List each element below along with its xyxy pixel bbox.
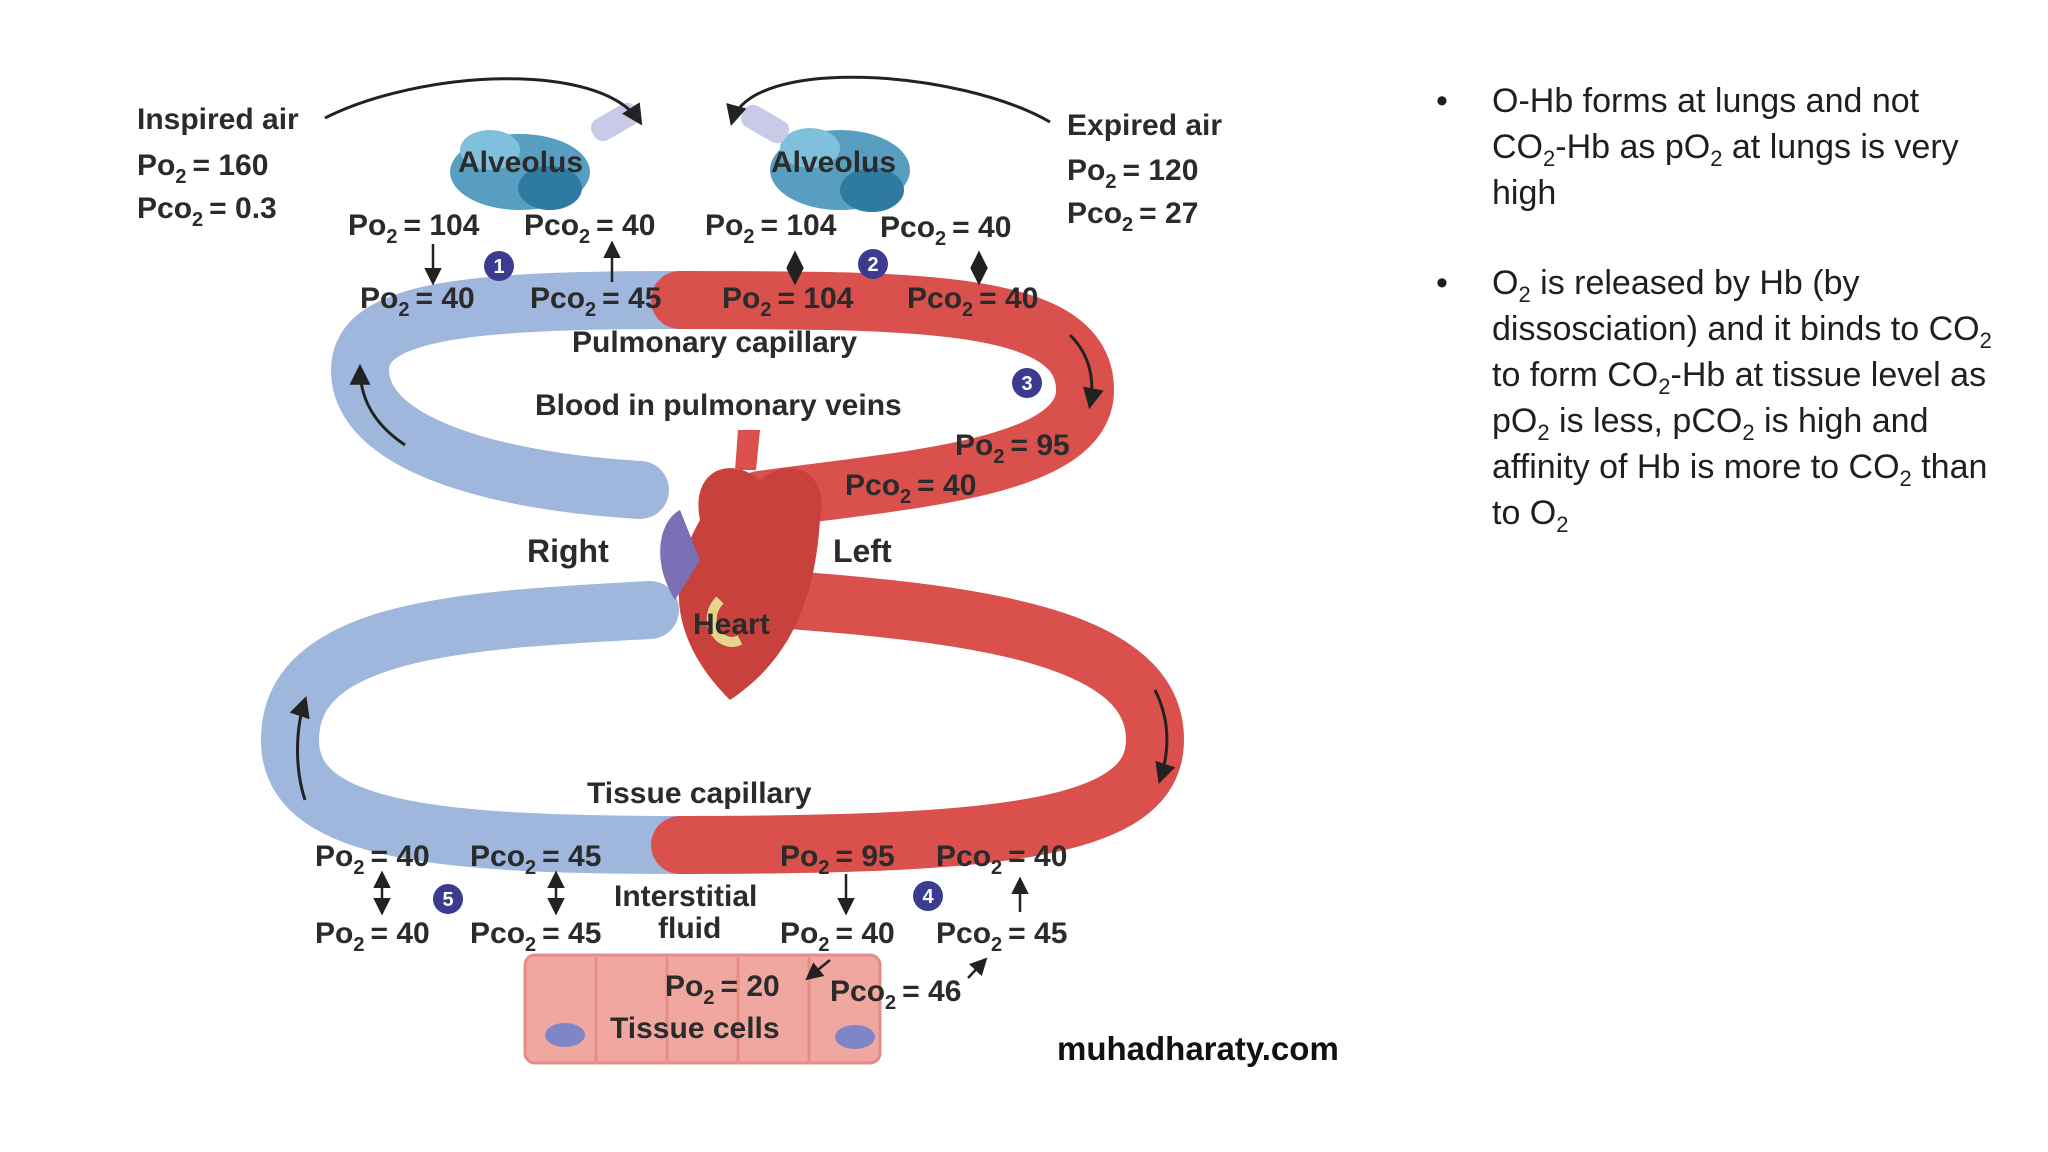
bullet-text: is high and affinity of Hb is more to CO — [1492, 402, 1929, 486]
bullet-text: -Hb at tissue level as pO — [1492, 356, 1987, 440]
step-badge-5: 5 — [433, 884, 463, 914]
bullet-dot: • — [1436, 264, 1448, 302]
alveolus-right-po2: Po2= 104 — [705, 209, 837, 248]
subscript: 2 — [1742, 419, 1755, 445]
bullet-item: • O-Hb forms at lungs and not CO2-Hb as p… — [1436, 78, 1996, 216]
step-badge-1: 1 — [484, 251, 514, 281]
alveolus-left-illustration — [450, 102, 639, 210]
subscript: 2 — [1518, 281, 1531, 307]
interstitial-right-pco2: Pco2= 45 — [936, 917, 1067, 956]
flow-arrow-systemic-return — [289, 696, 310, 801]
alveolus-left-pco2: Pco2= 40 — [524, 209, 655, 248]
expired-air-title: Expired air — [1067, 109, 1222, 142]
left-side-label: Left — [833, 533, 892, 569]
right-side-label: Right — [527, 533, 609, 569]
alveolus-left-label: Alveolus — [458, 146, 583, 179]
cells-pco2: Pco2= 46 — [830, 975, 961, 1014]
diagram-labels: Inspired air Po2= 160 Pco2= 0.3 Expired … — [137, 103, 1339, 1067]
veins-po2: Po2= 95 — [955, 429, 1070, 468]
exchange-arrows — [373, 240, 1029, 981]
alveolus-left-po2: Po2= 104 — [348, 209, 480, 248]
tissue-cap-left-pco2: Pco2= 45 — [470, 840, 601, 879]
interstitial-label-line1: Interstitial — [614, 880, 757, 913]
pulm-cap-right-pco2: Pco2= 40 — [907, 282, 1038, 321]
svg-text:2: 2 — [867, 254, 878, 276]
cells-po2: Po2= 20 — [665, 970, 780, 1009]
tissue-cap-right-po2: Po2= 95 — [780, 840, 895, 879]
tissue-capillary-label: Tissue capillary — [587, 777, 812, 810]
subscript: 2 — [1710, 145, 1723, 171]
exchange-arrow — [967, 957, 988, 979]
subscript: 2 — [1537, 419, 1550, 445]
alveolus-right-illustration — [741, 104, 910, 212]
pulmonary-veins-label: Blood in pulmonary veins — [535, 389, 902, 422]
subscript: 2 — [1979, 327, 1992, 353]
subscript: 2 — [1556, 511, 1569, 537]
alveolus-right-pco2: Pco2= 40 — [880, 211, 1011, 250]
step-badge-4: 4 — [913, 881, 943, 911]
systemic-arterial-vessel — [651, 571, 1185, 874]
inspired-arrow — [324, 77, 643, 126]
pulm-cap-left-pco2: Pco2= 45 — [530, 282, 661, 321]
heart-label: Heart — [693, 608, 770, 641]
bullet-text: O-Hb forms at lungs and not CO — [1492, 82, 1920, 166]
bullet-text: is less, pCO — [1549, 402, 1743, 440]
tissue-cells-label: Tissue cells — [610, 1012, 780, 1045]
explanation-bullets: •O-Hb forms at lungs and not CO2-Hb as p… — [1436, 78, 1996, 580]
step-badge-3: 3 — [1012, 368, 1042, 398]
svg-text:5: 5 — [442, 889, 453, 911]
bullet-text: than to O — [1492, 448, 1988, 532]
bullet-text: at lungs is very high — [1492, 128, 1959, 212]
tissue-cells-illustration — [523, 953, 882, 1065]
interstitial-right-po2: Po2= 40 — [780, 917, 895, 956]
gas-exchange-diagram: 1 2 3 4 5 Inspired air Po2= 160 Pco2= 0.… — [137, 75, 1339, 1067]
veins-pco2: Pco2= 40 — [845, 469, 976, 508]
svg-text:3: 3 — [1021, 373, 1032, 395]
heart-illustration — [660, 430, 822, 700]
inspired-po2: Po2= 160 — [137, 149, 268, 188]
bullet-text: to form CO — [1492, 356, 1659, 394]
bullet-text: -Hb as pO — [1555, 128, 1711, 166]
flow-arrow-pulmonary-return — [349, 363, 406, 447]
bullet-text: is released by Hb (by dissosciation) and… — [1492, 264, 1980, 348]
expired-po2: Po2= 120 — [1067, 154, 1198, 193]
interstitial-left-pco2: Pco2= 45 — [470, 917, 601, 956]
bullet-item: •O2 is released by Hb (by dissosciation)… — [1436, 260, 1996, 536]
step-badge-2: 2 — [858, 249, 888, 279]
subscript: 2 — [1543, 145, 1556, 171]
interstitial-left-po2: Po2= 40 — [315, 917, 430, 956]
exchange-arrow — [805, 959, 831, 981]
bullet-text: O — [1492, 264, 1519, 302]
subscript: 2 — [1658, 373, 1671, 399]
step-badges: 1 2 3 4 5 — [433, 249, 1042, 914]
flow-arrows — [289, 333, 1176, 801]
bullet-dot: • — [1436, 82, 1448, 120]
expired-pco2: Pco2= 27 — [1067, 197, 1198, 236]
pulm-cap-right-po2: Po2= 104 — [722, 282, 854, 321]
pulmonary-capillary-label: Pulmonary capillary — [572, 326, 857, 359]
inspired-air-title: Inspired air — [137, 103, 299, 136]
pulm-cap-left-po2: Po2= 40 — [360, 282, 475, 321]
flow-arrow-pulmonary-out — [1068, 333, 1104, 410]
subscript: 2 — [1899, 465, 1912, 491]
expired-arrow — [726, 75, 1051, 127]
svg-text:1: 1 — [493, 256, 504, 278]
flow-arrow-systemic-out — [1153, 689, 1176, 784]
svg-text:4: 4 — [922, 886, 934, 908]
tissue-cap-left-po2: Po2= 40 — [315, 840, 430, 879]
tissue-cap-right-pco2: Pco2= 40 — [936, 840, 1067, 879]
inspired-pco2: Pco2= 0.3 — [137, 192, 277, 231]
interstitial-label-line2: fluid — [658, 912, 721, 945]
watermark: muhadharaty.com — [1057, 1030, 1339, 1067]
alveolus-right-label: Alveolus — [771, 146, 896, 179]
